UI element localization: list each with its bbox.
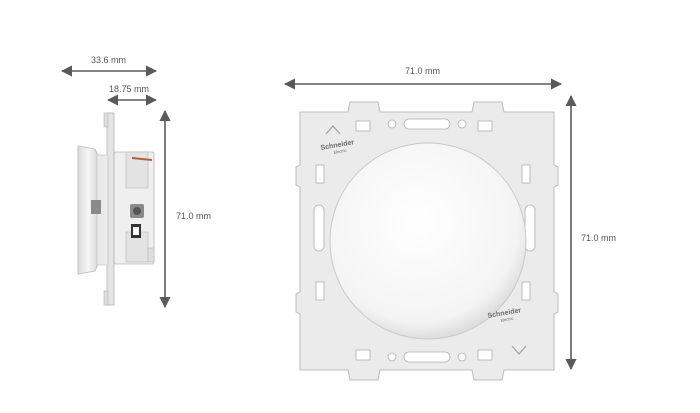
front-window-l-top — [315, 164, 325, 184]
side-copper-contact — [131, 157, 153, 161]
front-window-tl — [355, 120, 371, 132]
front-bottom-hole — [387, 352, 397, 362]
front-view: Schneider Electric Schneider Electric — [283, 78, 577, 381]
brand-sub-top: Electric — [333, 148, 347, 155]
front-top-hole — [387, 119, 397, 129]
front-height-label: 71.0 mm — [581, 233, 617, 243]
side-clip-lower — [147, 247, 155, 263]
front-bottom-hole-right — [457, 352, 467, 362]
side-frame-tab-bottom — [103, 290, 109, 306]
front-top-slot — [403, 118, 451, 130]
front-window-r-bottom — [521, 281, 531, 301]
side-screw-head — [133, 207, 141, 215]
front-left-slot — [313, 204, 325, 252]
front-window-l-bottom — [315, 281, 325, 301]
front-width-label: 71.0 mm — [405, 66, 441, 76]
front-window-bl — [355, 349, 371, 361]
front-top-hole-right — [457, 119, 467, 129]
side-marking-box-inner — [133, 227, 139, 235]
front-push-plate — [329, 142, 527, 340]
front-bottom-slot — [403, 351, 451, 363]
front-window-r-top — [521, 164, 531, 184]
side-total-depth-label: 33.6 mm — [91, 55, 127, 65]
front-window-br — [477, 349, 493, 361]
side-height-label: 71.0 mm — [176, 211, 212, 221]
front-right-slot — [524, 204, 536, 252]
side-view — [60, 65, 171, 309]
side-partial-depth-label: 18.75 mm — [109, 84, 150, 94]
front-chevron-bottom — [511, 345, 527, 355]
front-window-tr — [477, 120, 493, 132]
side-frame-tab-top — [103, 112, 109, 128]
side-pivot — [91, 200, 101, 214]
brand-sub-bottom: Electric — [500, 316, 514, 323]
side-mechanism-upper-block — [125, 151, 149, 189]
front-chevron-top — [325, 125, 341, 135]
